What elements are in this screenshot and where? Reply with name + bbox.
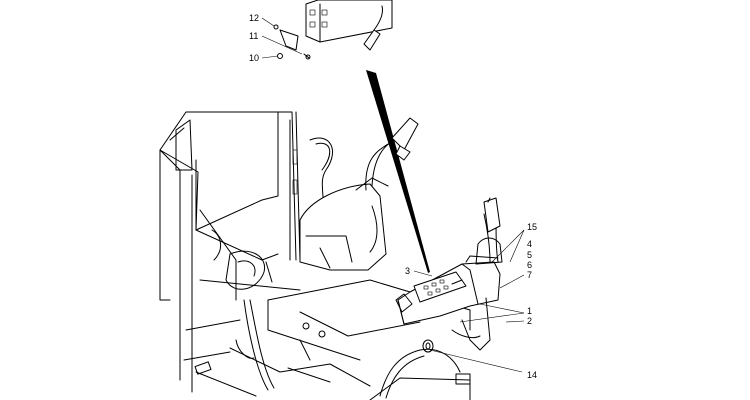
callout-12: 12 [249, 13, 259, 23]
callout-3: 3 [405, 266, 410, 276]
bracket-part-11-12 [273, 24, 311, 60]
left-control-console [299, 117, 419, 271]
harness-cable [369, 339, 471, 400]
callout-4: 4 [527, 239, 532, 249]
callout-1: 1 [527, 306, 532, 316]
callout-11: 11 [249, 31, 258, 41]
callout-7: 7 [527, 270, 532, 280]
right-control-console [395, 197, 503, 351]
callout-2: 2 [527, 316, 532, 326]
detail-leader-wedge [366, 70, 430, 273]
callout-14: 14 [527, 370, 537, 380]
cab-frame [159, 111, 301, 393]
callout-5: 5 [527, 250, 532, 260]
control-box-detail [305, 0, 393, 51]
callout-6: 6 [527, 260, 532, 270]
callout-10: 10 [249, 53, 259, 63]
leader-lines [261, 17, 525, 373]
callout-15: 15 [527, 222, 537, 232]
callout-labels: 12 11 10 3 15 4 5 6 7 1 2 14 [249, 13, 537, 380]
